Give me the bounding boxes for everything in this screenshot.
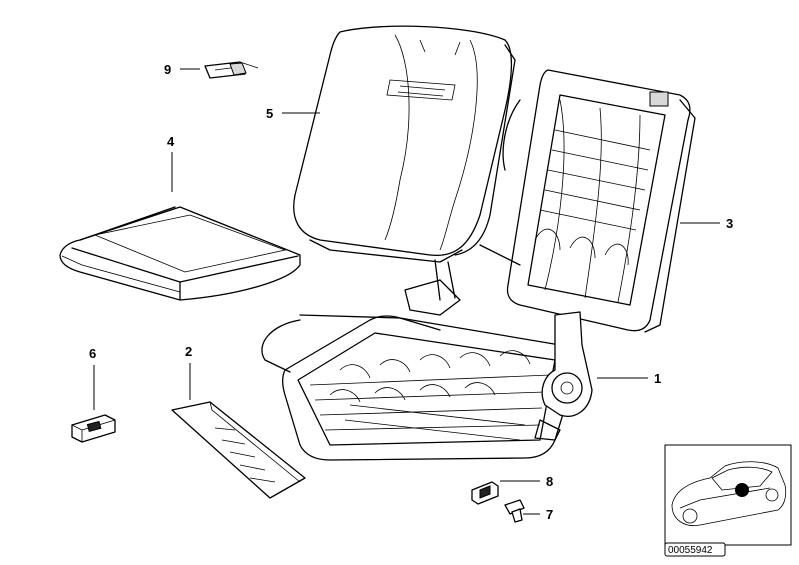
callout-1: 1 xyxy=(654,371,661,386)
part-3-backrest-frame xyxy=(479,69,696,333)
part-8-cap xyxy=(471,481,499,505)
callout-3: 3 xyxy=(726,216,733,231)
callout-4: 4 xyxy=(167,134,175,149)
part-7-clip xyxy=(504,499,525,523)
part-4-seat-cushion xyxy=(59,206,301,301)
callout-8: 8 xyxy=(546,474,553,489)
diagram-reference-number: 00055942 xyxy=(668,545,713,556)
part-5-backrest-cushion xyxy=(293,25,516,263)
callout-6: 6 xyxy=(89,346,96,361)
car-locator-inset: 00055942 xyxy=(664,444,792,557)
callout-leader-lines xyxy=(93,68,720,515)
callout-5: 5 xyxy=(266,106,273,121)
part-9-cover xyxy=(204,61,259,79)
callout-labels: 1 2 3 4 5 6 7 8 9 xyxy=(89,62,733,522)
part-6-switch xyxy=(71,414,116,443)
car-outline-icon xyxy=(671,461,787,527)
part-2-side-panel xyxy=(171,401,306,499)
callout-7: 7 xyxy=(546,507,553,522)
callout-2: 2 xyxy=(185,344,192,359)
part-1-seat-frame xyxy=(261,259,593,461)
callout-9: 9 xyxy=(164,62,171,77)
